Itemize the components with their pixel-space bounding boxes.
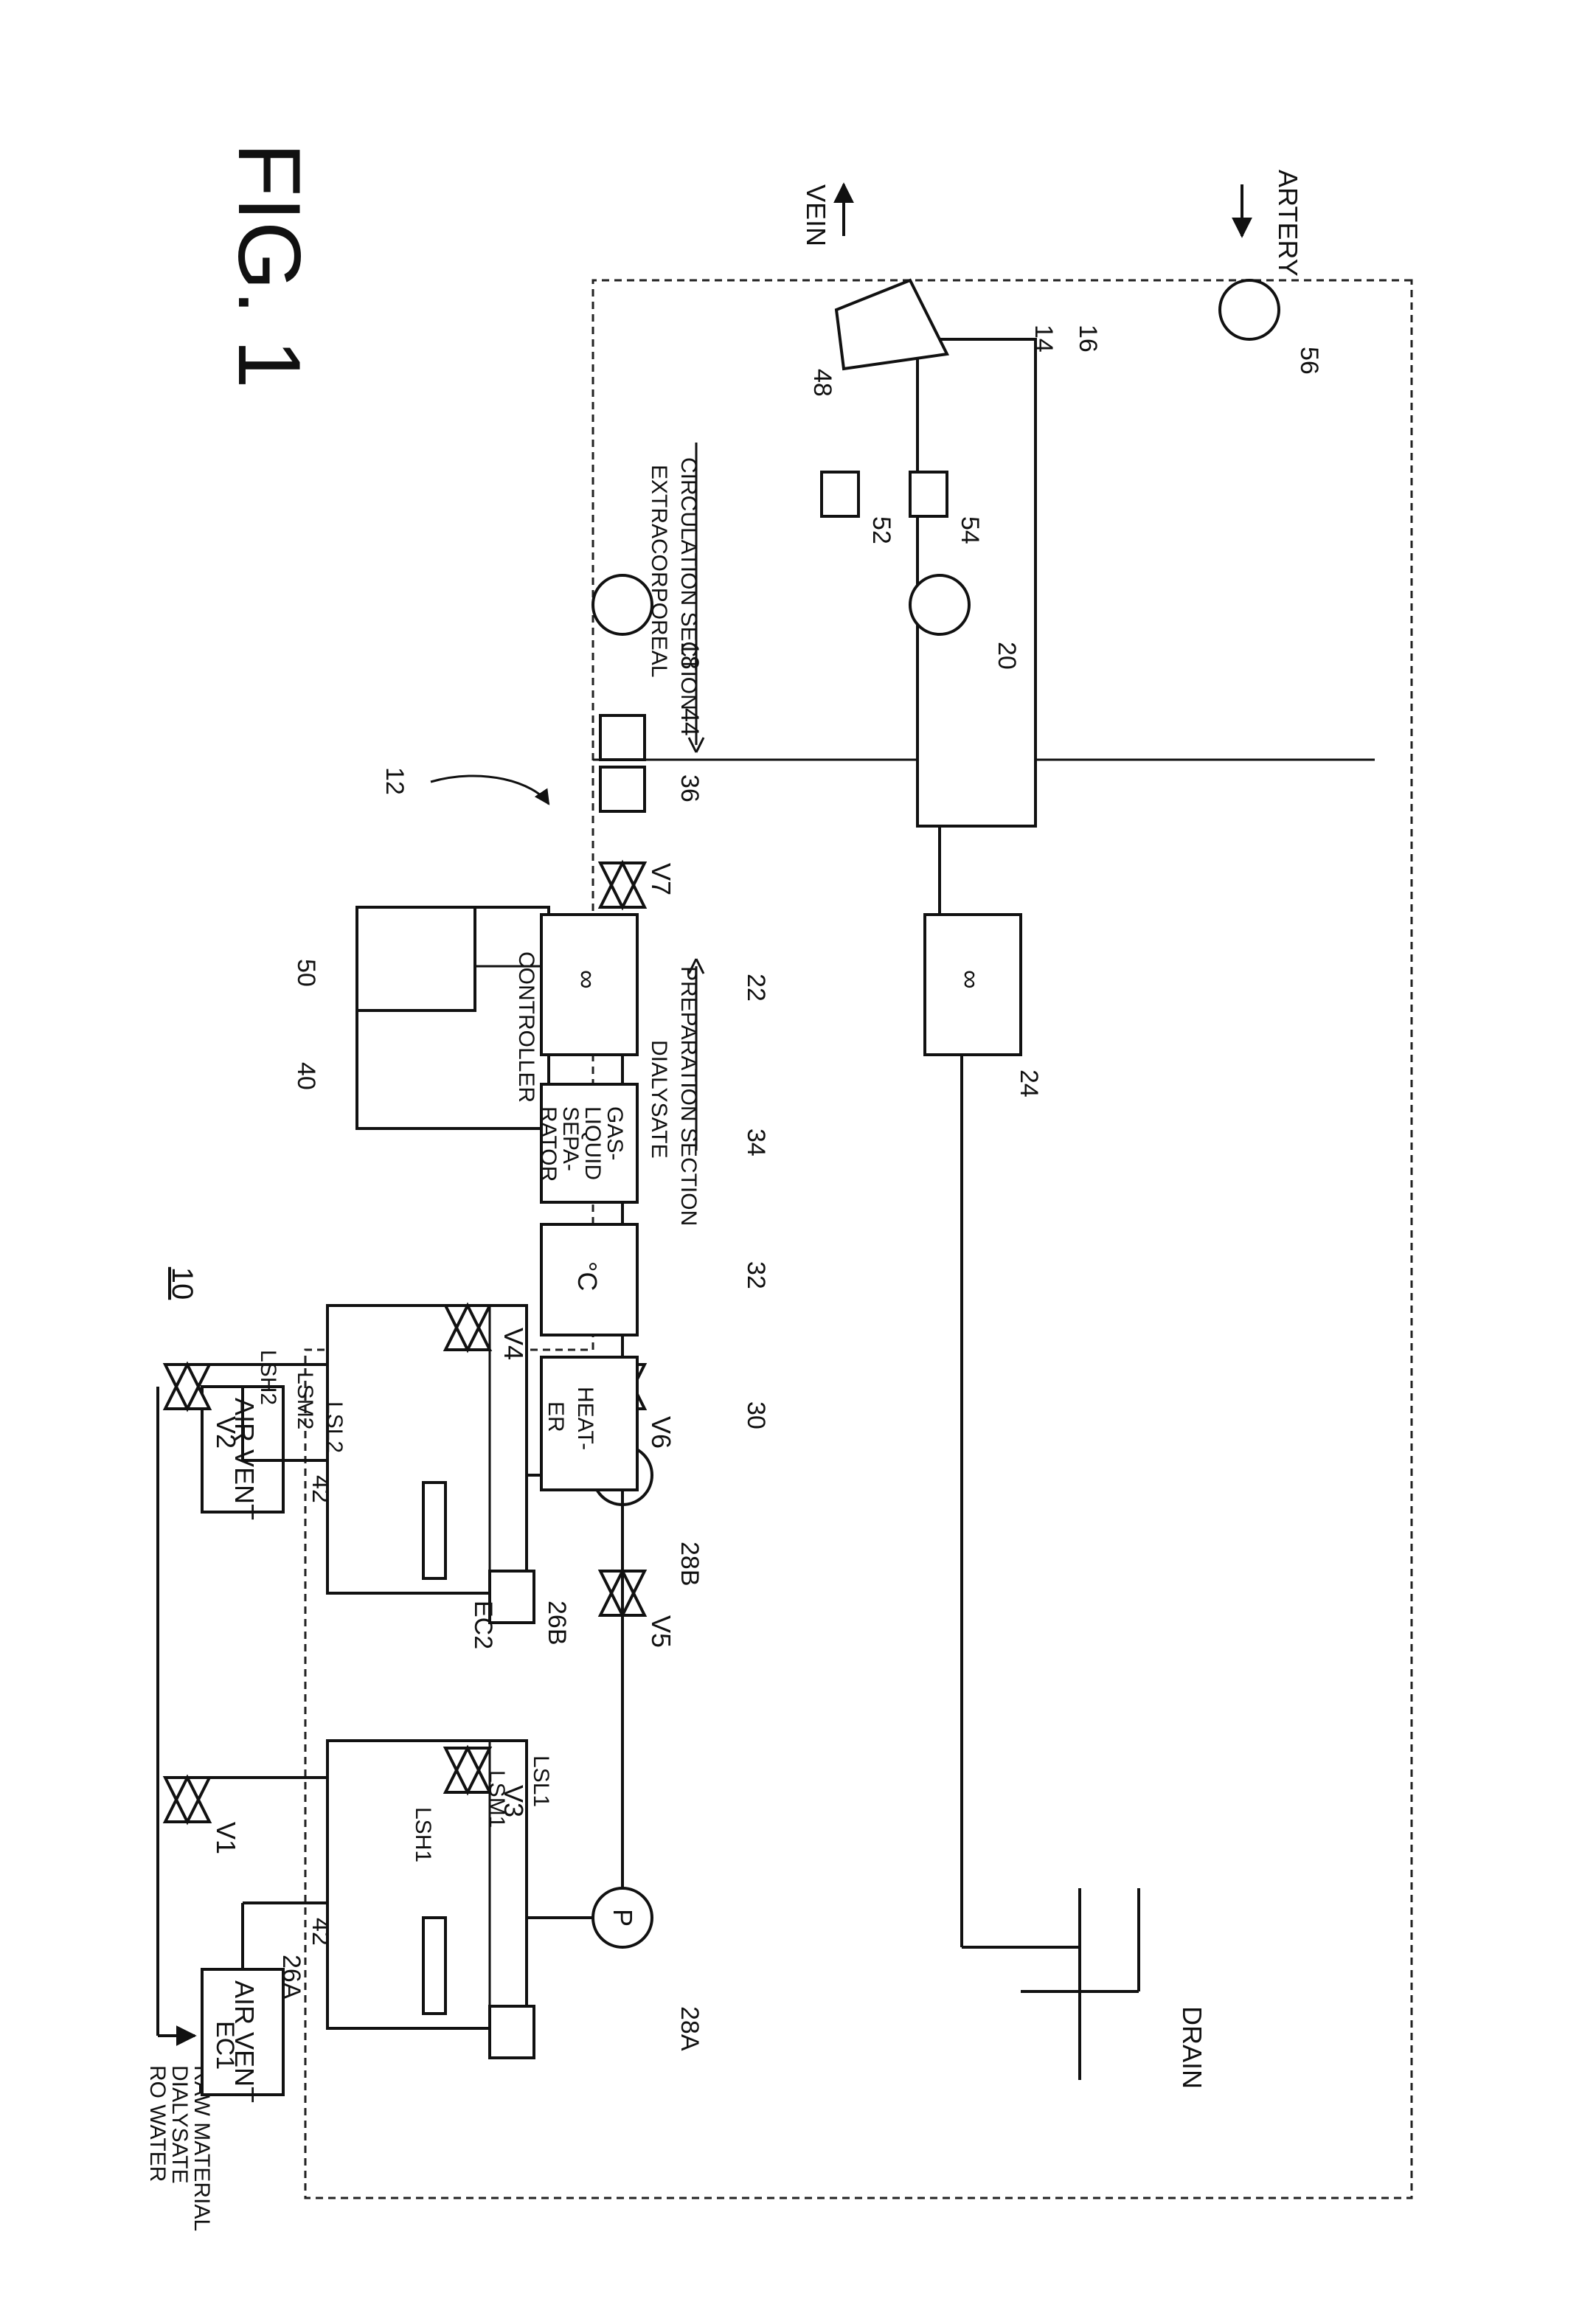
svg-text:20: 20 (993, 642, 1021, 670)
svg-text:V2: V2 (211, 1416, 241, 1449)
air-vent-1[interactable]: AIR VENT 42 (202, 1903, 335, 2103)
drain: DRAIN (1021, 1888, 1207, 2089)
valve-v5[interactable]: V5 (600, 1571, 676, 1648)
svg-text:14: 14 (1030, 325, 1058, 353)
dialysate-supply-pump-22[interactable]: ∞ 22 (541, 915, 770, 1055)
sensor-lsh2: LSH2 (256, 1350, 280, 1405)
svg-text:°C: °C (572, 1261, 603, 1291)
svg-text:HEAT-: HEAT- (573, 1387, 597, 1450)
controller-memory-ref: 50 (292, 959, 320, 987)
controller-label: CONTROLLER (514, 951, 538, 1103)
sensor-lsl1: LSL1 (529, 1755, 553, 1807)
svg-text:28B: 28B (676, 1542, 704, 1587)
extracorporeal-section-label: EXTRACORPOREAL CIRCULATION SECTION (647, 443, 704, 752)
svg-text:44: 44 (676, 708, 704, 736)
svg-text:52: 52 (867, 516, 895, 544)
svg-text:GAS-: GAS- (603, 1106, 627, 1160)
svg-text:P: P (608, 1909, 638, 1927)
connector-44: 44 (600, 708, 704, 760)
svg-text:24: 24 (1015, 1069, 1043, 1098)
svg-text:26B: 26B (543, 1601, 571, 1646)
svg-text:DIALYSATE: DIALYSATE (647, 1040, 671, 1159)
connector-36: 36 (600, 767, 704, 811)
controller-ref: 40 (292, 1062, 320, 1090)
svg-text:EC2: EC2 (469, 1601, 497, 1649)
svg-text:32: 32 (742, 1261, 770, 1289)
svg-text:ER: ER (544, 1401, 568, 1432)
valve-v1[interactable]: V1 (165, 1778, 327, 1854)
svg-text:26A: 26A (277, 1955, 305, 2000)
svg-text:34: 34 (742, 1128, 770, 1157)
svg-text:RATOR: RATOR (536, 1106, 561, 1182)
vein-label: VEIN (801, 184, 831, 246)
blood-pump-56[interactable]: 56 (1220, 280, 1323, 375)
svg-text:DIALYSATE: DIALYSATE (167, 2065, 192, 2184)
artery-label: ARTERY (1273, 170, 1303, 277)
svg-text:36: 36 (676, 774, 704, 802)
svg-text:22: 22 (742, 974, 770, 1002)
apparatus-ref: 12 (381, 767, 409, 795)
valve-v7[interactable]: V7 (600, 863, 676, 907)
svg-text:56: 56 (1295, 347, 1323, 375)
svg-text:EC1: EC1 (211, 2021, 239, 2070)
apparatus-pointer (431, 776, 549, 804)
svg-text:∞: ∞ (572, 970, 603, 989)
svg-text:16: 16 (1074, 325, 1102, 353)
svg-text:V7: V7 (646, 863, 676, 895)
svg-text:EXTRACORPOREAL: EXTRACORPOREAL (647, 465, 671, 677)
svg-text:V5: V5 (646, 1615, 676, 1648)
svg-text:48: 48 (808, 369, 836, 397)
thermometer-32[interactable]: °C 32 (541, 1224, 770, 1335)
pump-28a[interactable]: P 28A (527, 1888, 704, 2051)
system-ref: 10 (166, 1267, 198, 1300)
sensor-lsh1: LSH1 (411, 1807, 435, 1862)
dialysate-return-pump-24[interactable]: ∞ 24 (925, 915, 1043, 1098)
svg-text:DRAIN: DRAIN (1177, 2006, 1207, 2089)
svg-text:V1: V1 (211, 1822, 241, 1854)
port-52: 52 (822, 472, 895, 544)
svg-text:SEPA-: SEPA- (558, 1106, 583, 1171)
svg-text:30: 30 (742, 1401, 770, 1429)
figure-title: FIG. 1 (220, 142, 319, 388)
svg-text:V6: V6 (646, 1416, 676, 1449)
svg-text:18: 18 (676, 642, 704, 670)
svg-text:RO WATER: RO WATER (145, 2065, 170, 2182)
svg-text:28A: 28A (676, 2006, 704, 2051)
svg-text:54: 54 (956, 516, 984, 544)
svg-text:V3: V3 (499, 1785, 529, 1817)
svg-text:∞: ∞ (956, 970, 986, 989)
svg-text:V4: V4 (499, 1328, 529, 1360)
svg-text:LIQUID: LIQUID (580, 1106, 605, 1180)
sensor-lsm2: LSM2 (293, 1372, 317, 1429)
preparation-section-label: DIALYSATE PREPARATION SECTION (647, 959, 704, 1226)
sensor-lsl2: LSL2 (322, 1401, 347, 1453)
rotated-drawing: FIG. 1 10 12 DIALYSATE PREPARATION SECTI… (145, 142, 1412, 2231)
